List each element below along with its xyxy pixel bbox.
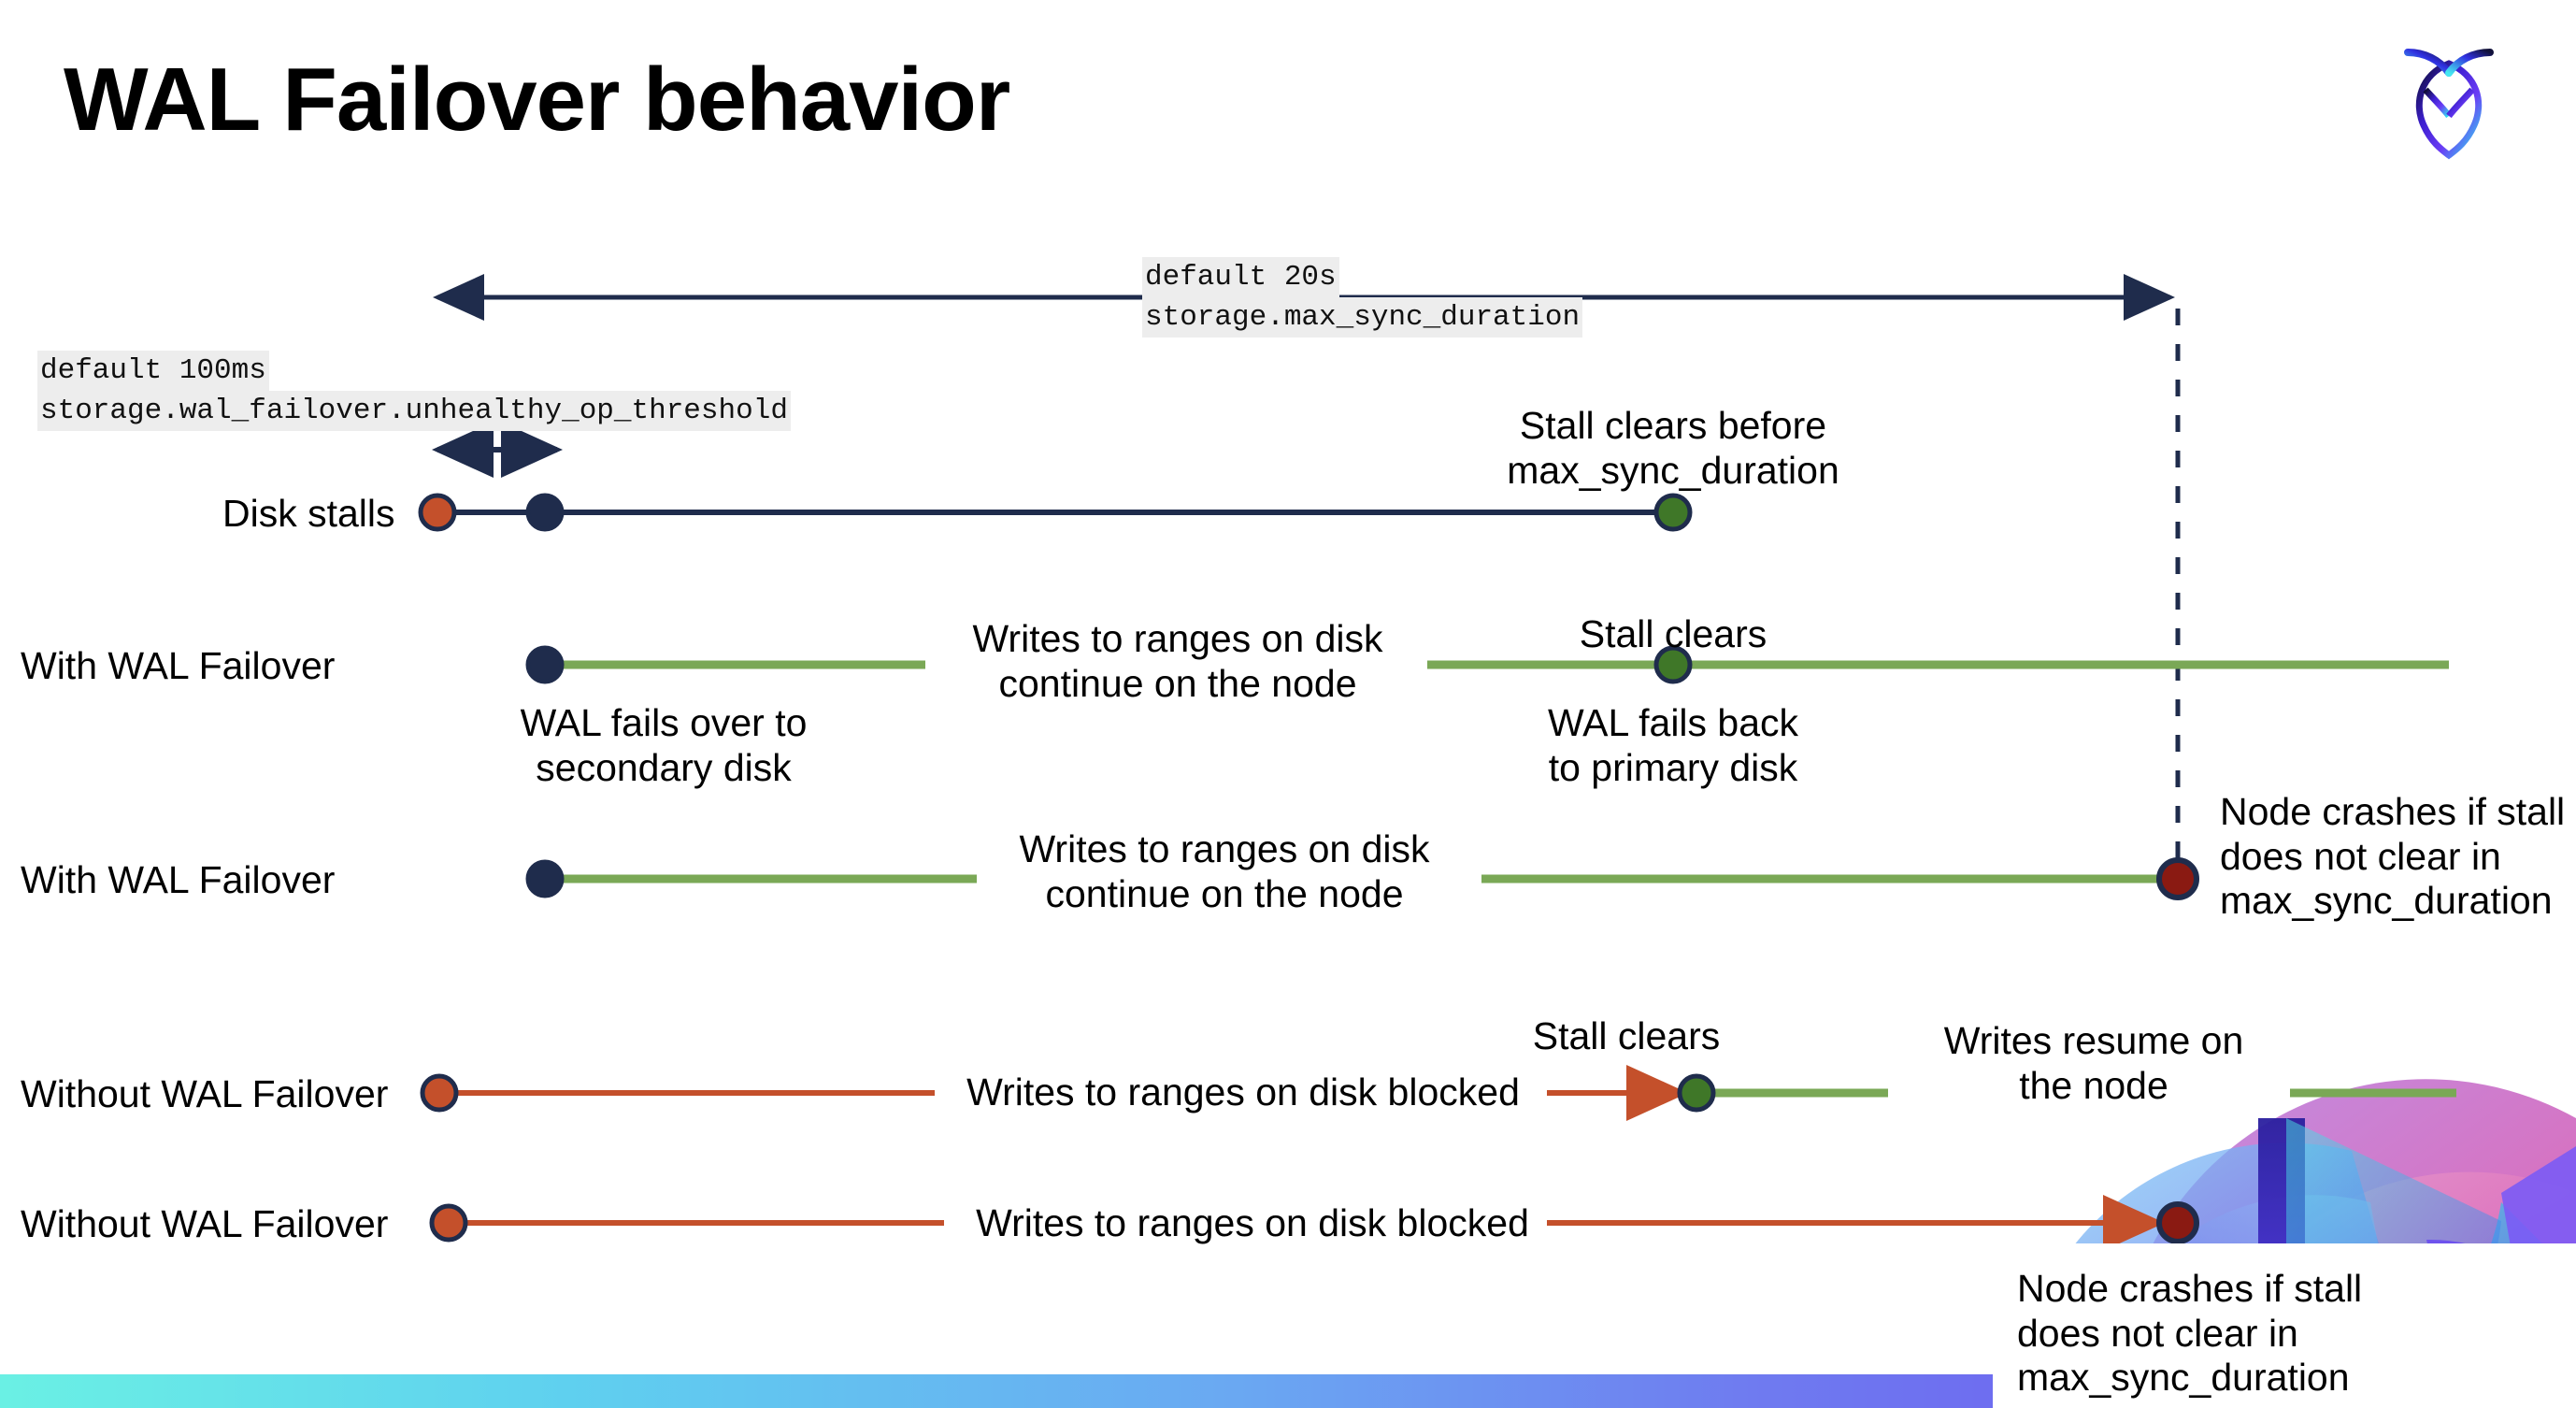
without-wal-2-crash-dot [2156,1201,2199,1244]
wal-failover-2-crash-dot [2156,857,2199,900]
max-sync-default-label: default 20s [1142,257,1339,298]
disk-stall-start-dot [418,493,457,532]
note-writes-continue-2: Writes to ranges on disk continue on the… [1019,827,1430,915]
note-writes-blocked-1: Writes to ranges on disk blocked [966,1070,1520,1113]
row-label-without-wal-failover-2: Without WAL Failover [21,1202,389,1245]
row-label-with-wal-failover-2: With WAL Failover [21,858,336,901]
unhealthy-setting-label: storage.wal_failover.unhealthy_op_thresh… [37,391,791,432]
note-node-crashes-row3: Node crashes if stall does not clear in … [2220,790,2566,923]
without-wal-1-clear-dot [1677,1073,1716,1113]
cockroachdb-logo-icon [2393,32,2505,163]
note-wal-fails-back: WAL fails back to primary disk [1547,701,1799,789]
row-label-with-wal-failover-1: With WAL Failover [21,644,336,687]
without-wal-1-start-dot [420,1073,459,1113]
page-title: WAL Failover behavior [64,50,1010,150]
note-writes-resume: Writes resume on the node [1943,1019,2244,1107]
disk-stall-clear-dot [1653,493,1693,532]
wal-failover-1-start-dot [525,645,565,684]
note-stall-clears-row2: Stall clears [1579,612,1767,655]
note-stall-clears-before-max-sync: Stall clears before max_sync_duration [1507,404,1839,492]
wal-failover-1-clear-dot [1653,645,1693,684]
note-node-crashes-row5-text: Node crashes if stall does not clear in … [2017,1267,2363,1400]
unhealthy-default-label: default 100ms [37,351,269,392]
disk-stall-failover-dot [525,493,565,532]
row-label-disk-stalls: Disk stalls [222,492,395,535]
note-writes-blocked-2: Writes to ranges on disk blocked [976,1201,1529,1244]
wal-failover-2-start-dot [525,859,565,898]
note-stall-clears-row4: Stall clears [1532,1014,1721,1057]
crash-note-white-overlay [1993,1243,2576,1408]
note-writes-continue-1: Writes to ranges on disk continue on the… [972,617,1383,705]
without-wal-2-start-dot [429,1203,468,1243]
max-sync-setting-label: storage.max_sync_duration [1142,297,1583,338]
row-label-without-wal-failover-1: Without WAL Failover [21,1072,389,1115]
note-wal-fails-over: WAL fails over to secondary disk [520,701,808,789]
